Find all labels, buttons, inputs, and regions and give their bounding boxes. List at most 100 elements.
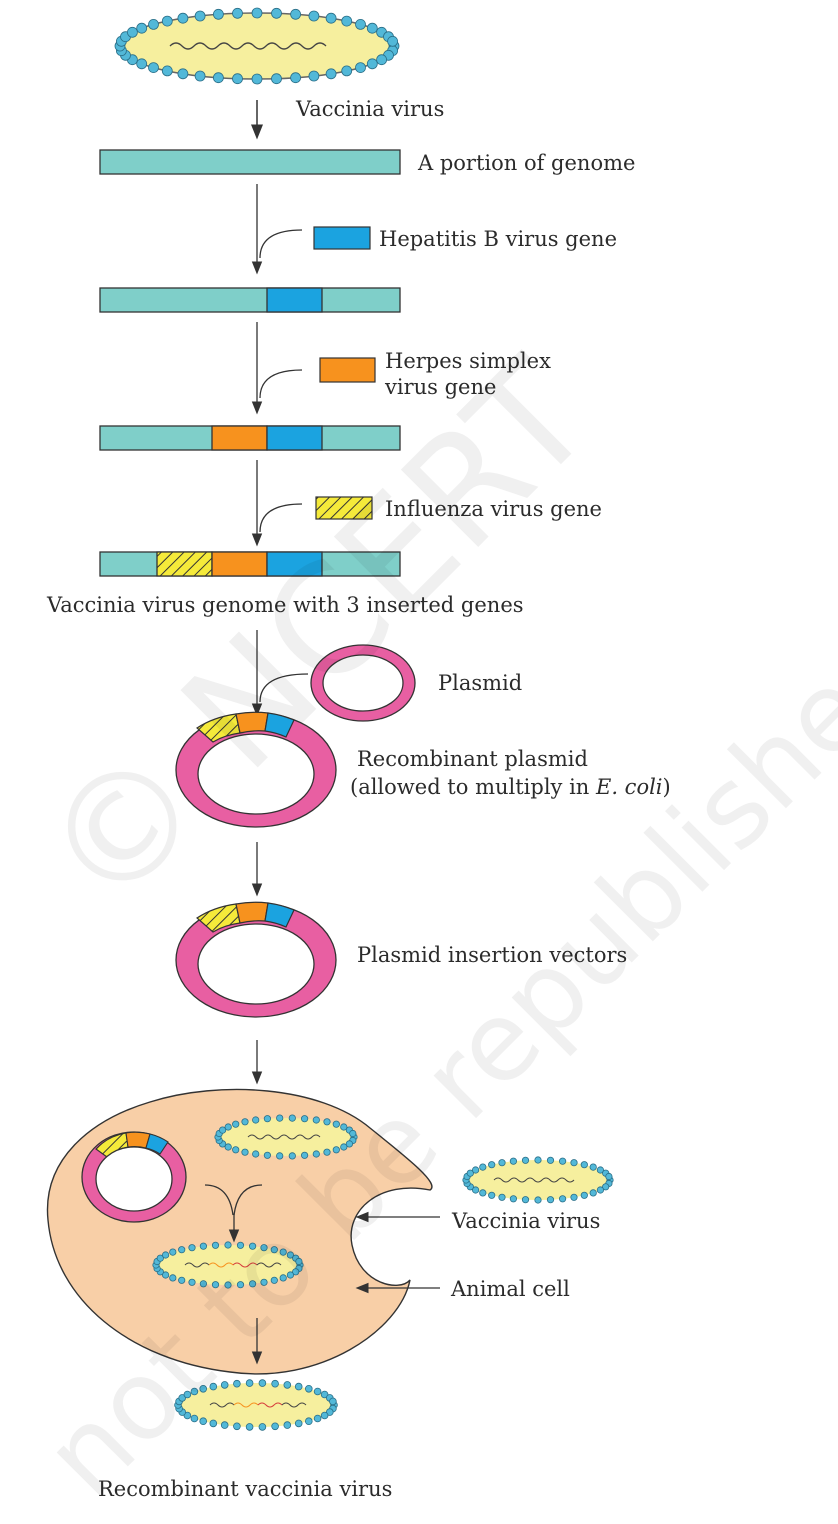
label-recombinant-vaccinia-virus: Recombinant vaccinia virus xyxy=(98,1477,393,1501)
label-recombinant-plasmid-line1: Recombinant plasmid xyxy=(357,747,588,771)
label-genome-inserted: Vaccinia virus genome with 3 inserted ge… xyxy=(47,593,524,617)
capsomere xyxy=(236,1241,245,1249)
capsomere xyxy=(258,1423,267,1431)
capsomere xyxy=(290,8,302,20)
capsomere xyxy=(308,10,320,22)
label-herpes-gene-line1: Herpes simplex xyxy=(385,349,551,373)
capsomere xyxy=(245,1379,254,1387)
capsomere xyxy=(320,1390,329,1399)
capsomere xyxy=(349,1129,357,1138)
recombinant-vaccinia-virus xyxy=(174,1379,338,1431)
capsomere xyxy=(558,1195,567,1203)
capsomere xyxy=(546,1156,555,1164)
capsomere xyxy=(521,1196,530,1204)
label-plasmid: Plasmid xyxy=(438,671,523,695)
capsomere xyxy=(295,1257,303,1266)
capsomere xyxy=(488,1161,496,1169)
insertion-curve-1 xyxy=(259,229,303,259)
capsomere xyxy=(178,1394,187,1402)
capsomere xyxy=(313,1387,322,1396)
capsomere xyxy=(241,1118,249,1126)
capsomere xyxy=(199,1242,207,1250)
capsomere xyxy=(156,1254,164,1262)
capsomere xyxy=(212,72,224,84)
capsomere xyxy=(178,1276,186,1284)
label-recombinant-plasmid-line2: (allowed to multiply in E. coli) xyxy=(350,775,671,799)
capsomere xyxy=(580,1161,588,1169)
capsomere xyxy=(580,1191,588,1199)
capsomere xyxy=(161,65,173,77)
capsomere xyxy=(252,1150,260,1158)
capsomere xyxy=(313,1414,322,1423)
capsomere xyxy=(212,8,224,20)
capsomere xyxy=(479,1163,487,1171)
capsomere xyxy=(479,1189,487,1197)
capsomere xyxy=(245,1423,254,1431)
cell-vaccinia-virus xyxy=(214,1114,358,1160)
capsomere xyxy=(320,1411,329,1420)
insertion-vector-ring xyxy=(175,901,337,1018)
capsomere xyxy=(260,1244,268,1252)
capsomere xyxy=(340,1123,348,1131)
capsomere xyxy=(260,1278,268,1286)
capsomeres-top xyxy=(114,7,400,85)
capsomere xyxy=(162,1251,170,1259)
capsomere xyxy=(509,1157,518,1165)
capsomere xyxy=(162,1271,170,1279)
recombinant-plasmid-ring xyxy=(175,711,337,828)
capsomere xyxy=(471,1186,480,1194)
capsomere xyxy=(183,1390,192,1399)
capsomere xyxy=(376,54,388,66)
capsomere xyxy=(279,1274,287,1282)
capsomere xyxy=(136,58,148,70)
capsomere xyxy=(509,1195,518,1203)
capsomere xyxy=(224,1123,232,1131)
capsomere xyxy=(148,18,159,30)
capsomere xyxy=(340,1143,348,1151)
capsomere xyxy=(249,1280,257,1288)
capsomere xyxy=(148,62,159,73)
viral-dna-strand xyxy=(169,42,327,50)
vaccinia-virus-top xyxy=(114,7,400,85)
capsomere xyxy=(288,1152,296,1160)
insertion-curve-3 xyxy=(259,503,303,533)
capsomere xyxy=(366,58,378,70)
capsomere xyxy=(169,1274,177,1282)
capsomere xyxy=(136,22,148,34)
capsomere xyxy=(286,1271,294,1279)
insertion-curve-4 xyxy=(259,673,309,703)
capsomere xyxy=(224,1281,232,1289)
capsomere xyxy=(341,15,353,27)
capsomere xyxy=(194,10,206,22)
capsomere xyxy=(249,1242,257,1250)
capsomere xyxy=(270,1246,278,1254)
capsomere xyxy=(596,1166,605,1174)
capsomere xyxy=(232,1120,240,1128)
capsomere xyxy=(251,73,263,85)
capsomere xyxy=(271,1379,279,1388)
label-herpes-gene-line2: virus gene xyxy=(385,375,497,399)
label-genome-portion: A portion of genome xyxy=(418,151,636,175)
capsomere xyxy=(251,7,263,19)
capsomere xyxy=(602,1183,610,1191)
capsomere xyxy=(471,1166,480,1174)
capsomere xyxy=(271,73,282,85)
capsomere xyxy=(570,1193,578,1201)
genome-with-two-genes xyxy=(99,425,401,451)
capsomere xyxy=(308,70,320,82)
capsomere xyxy=(161,15,173,27)
capsomere xyxy=(345,1140,353,1148)
capsomere xyxy=(188,1244,196,1252)
label-insertion-vectors: Plasmid insertion vectors xyxy=(357,943,628,967)
label-vaccinia-virus-side: Vaccinia virus xyxy=(452,1209,601,1233)
capsomere xyxy=(534,1156,542,1164)
capsomere xyxy=(177,12,189,24)
capsomere xyxy=(312,1116,320,1124)
capsomere xyxy=(534,1196,542,1204)
capsomere xyxy=(252,1116,260,1124)
capsomere xyxy=(332,1146,340,1154)
capsomere xyxy=(258,1379,267,1387)
capsomere xyxy=(224,1241,232,1249)
capsomere xyxy=(199,1280,207,1288)
